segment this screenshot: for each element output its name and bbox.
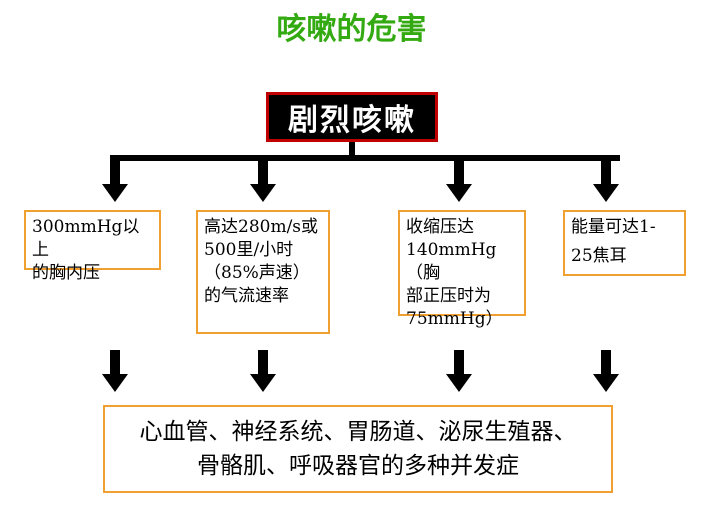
effect-box-pressure: 300mmHg以上 的胸内压	[24, 210, 161, 283]
effect-line: 的气流速率	[204, 286, 289, 306]
complications-box: 心血管、神经系统、胃肠道、泌尿生殖器、 骨骼肌、呼吸器官的多种并发症	[103, 405, 613, 493]
effect-line: 25焦耳	[571, 246, 627, 266]
effect-line: 部正压时为	[406, 286, 491, 306]
arrow-down-icon	[102, 160, 128, 202]
root-connector	[349, 142, 355, 160]
diagram-title: 咳嗽的危害	[276, 12, 427, 47]
effect-line: 的胸内压	[32, 263, 100, 283]
complications-line: 骨骼肌、呼吸器官的多种并发症	[197, 453, 519, 479]
complications-line: 心血管、神经系统、胃肠道、泌尿生殖器、	[139, 419, 577, 445]
arrow-down-icon	[593, 350, 619, 392]
effect-box-systolic: 收缩压达 140mmHg（胸 部正压时为 75mmHg）	[398, 210, 526, 329]
effect-line: 500里/小时	[204, 240, 294, 260]
effect-line: 300mmHg以上	[32, 217, 140, 260]
effect-line: 高达280m/s或	[204, 217, 319, 237]
arrow-down-icon	[250, 160, 276, 202]
root-node: 剧烈咳嗽	[266, 92, 438, 142]
effect-line: 收缩压达	[406, 217, 474, 237]
effect-line: 能量可达1-	[571, 217, 656, 237]
effect-box-airflow: 高达280m/s或 500里/小时 （85%声速） 的气流速率	[196, 210, 330, 334]
arrow-down-icon	[446, 160, 472, 202]
arrow-down-icon	[250, 350, 276, 392]
horizontal-bus	[110, 155, 620, 161]
effect-line: （85%声速）	[204, 263, 310, 283]
effect-box-energy: 能量可达1- 25焦耳	[563, 210, 686, 276]
arrow-down-icon	[446, 350, 472, 392]
root-label: 剧烈咳嗽	[288, 103, 416, 138]
arrow-down-icon	[102, 350, 128, 392]
effect-line: 75mmHg）	[406, 309, 503, 329]
arrow-down-icon	[593, 160, 619, 202]
effect-line: 140mmHg（胸	[406, 240, 497, 283]
